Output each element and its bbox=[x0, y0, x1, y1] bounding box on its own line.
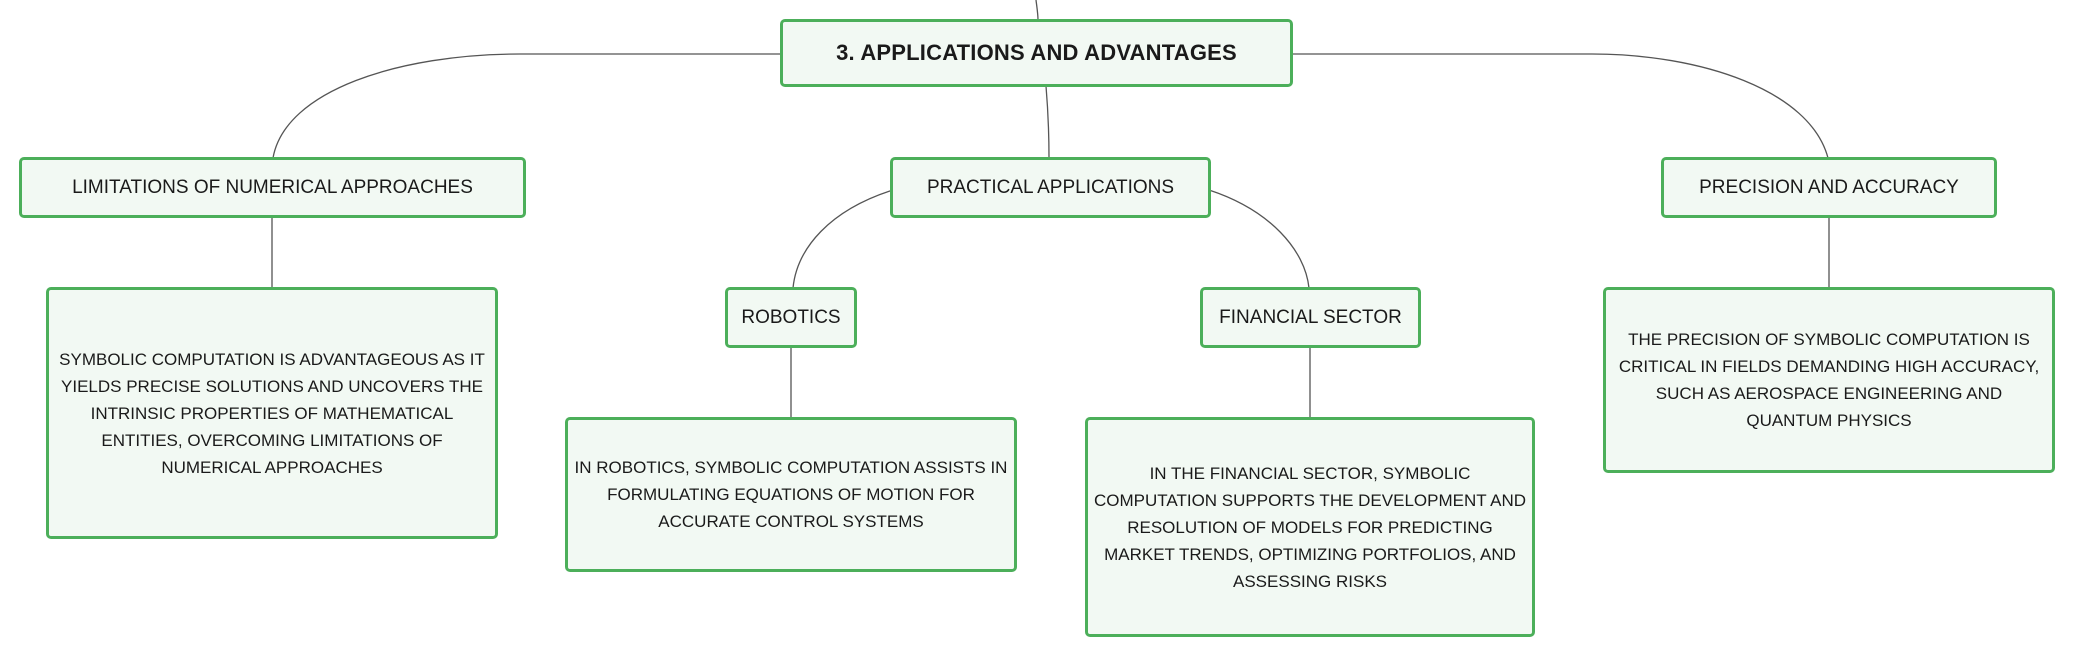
connector-practical-to-financial bbox=[1208, 189, 1310, 289]
topic-label: PRACTICAL APPLICATIONS bbox=[926, 176, 1175, 198]
connector-root-to-precision bbox=[1292, 53, 1829, 159]
connector-practical-to-robotics bbox=[792, 189, 894, 289]
detail-text: IN ROBOTICS, SYMBOLIC COMPUTATION ASSIST… bbox=[574, 458, 1008, 531]
detail-text: IN THE FINANCIAL SECTOR, SYMBOLIC COMPUT… bbox=[1094, 463, 1526, 591]
detail-text: THE PRECISION OF SYMBOLIC COMPUTATION IS… bbox=[1618, 330, 2040, 430]
topic-practical-applications[interactable]: PRACTICAL APPLICATIONS bbox=[890, 157, 1211, 218]
subtopic-robotics[interactable]: ROBOTICS bbox=[725, 287, 857, 348]
topic-limitations-of-numerical-approaches[interactable]: LIMITATIONS OF NUMERICAL APPROACHES bbox=[19, 157, 526, 218]
topic-label: PRECISION AND ACCURACY bbox=[1699, 176, 1959, 198]
detail-precision[interactable]: THE PRECISION OF SYMBOLIC COMPUTATION IS… bbox=[1603, 287, 2055, 473]
detail-text: SYMBOLIC COMPUTATION IS ADVANTAGEOUS AS … bbox=[59, 349, 485, 477]
root-node[interactable]: 3. APPLICATIONS AND ADVANTAGES bbox=[780, 19, 1293, 87]
subtopic-label: FINANCIAL SECTOR bbox=[1219, 306, 1402, 328]
topic-precision-and-accuracy[interactable]: PRECISION AND ACCURACY bbox=[1661, 157, 1997, 218]
connector-root-to-limitations bbox=[272, 53, 782, 159]
connector-root-to-practical bbox=[1045, 85, 1050, 159]
detail-robotics[interactable]: IN ROBOTICS, SYMBOLIC COMPUTATION ASSIST… bbox=[565, 417, 1017, 572]
connector-parent-to-root bbox=[1035, 0, 1039, 21]
detail-financial-sector[interactable]: IN THE FINANCIAL SECTOR, SYMBOLIC COMPUT… bbox=[1085, 417, 1535, 637]
subtopic-label: ROBOTICS bbox=[741, 306, 841, 328]
topic-label: LIMITATIONS OF NUMERICAL APPROACHES bbox=[72, 176, 473, 198]
detail-limitations[interactable]: SYMBOLIC COMPUTATION IS ADVANTAGEOUS AS … bbox=[46, 287, 498, 539]
subtopic-financial-sector[interactable]: FINANCIAL SECTOR bbox=[1200, 287, 1421, 348]
root-node-label: 3. APPLICATIONS AND ADVANTAGES bbox=[836, 40, 1237, 65]
